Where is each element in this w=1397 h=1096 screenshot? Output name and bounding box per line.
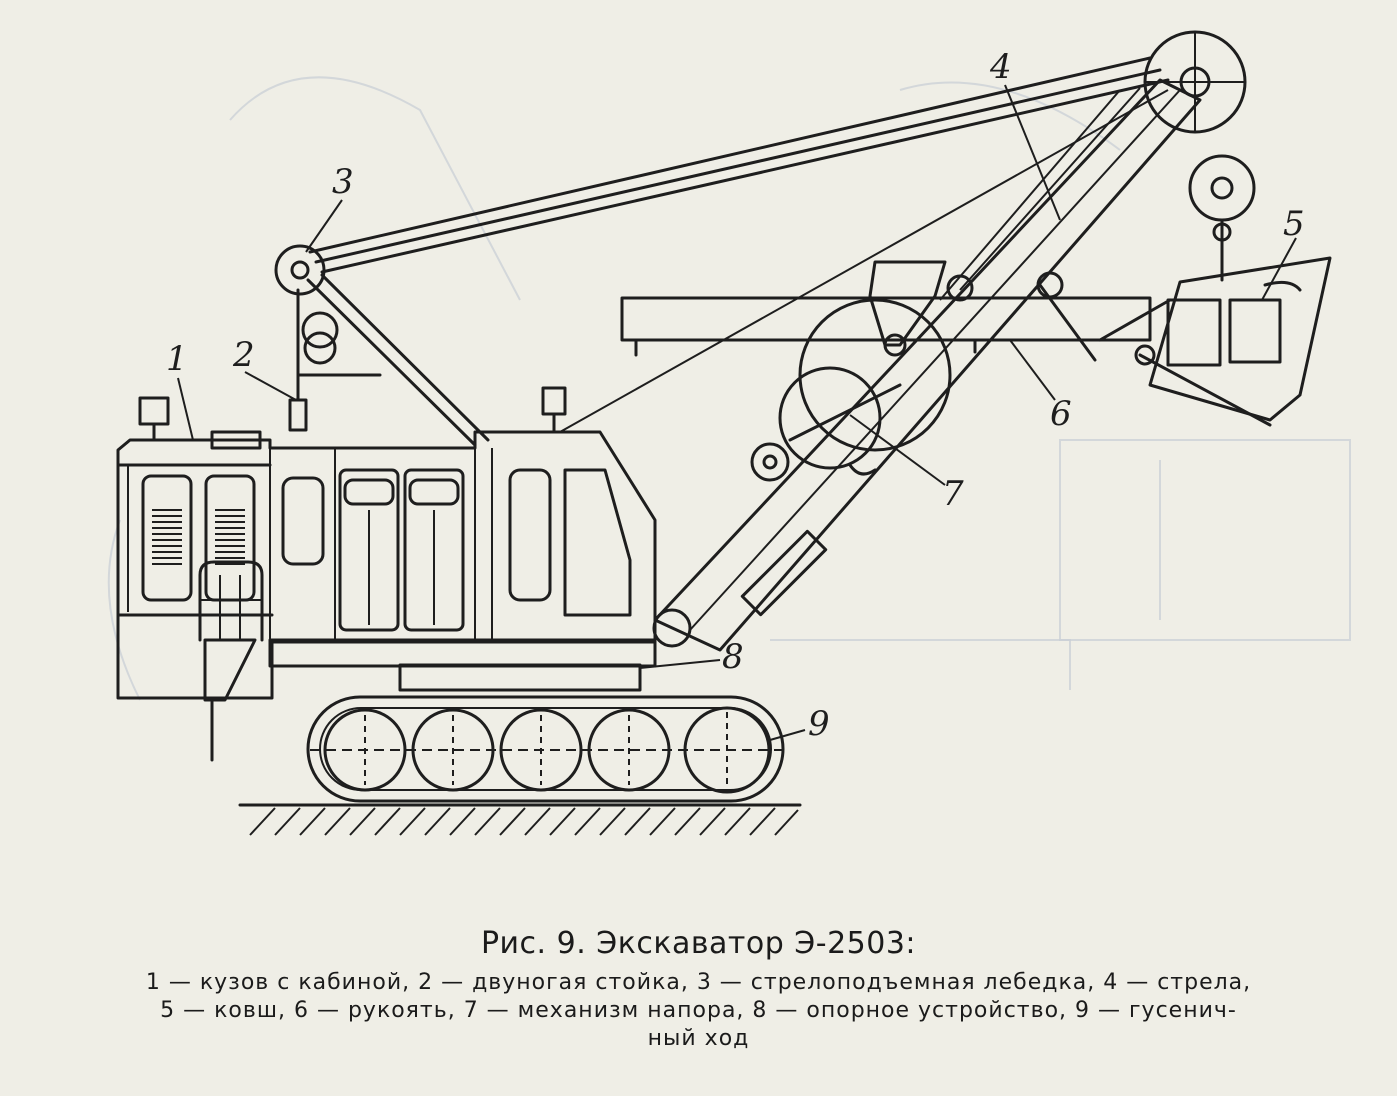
- crawler-track: [306, 695, 790, 803]
- body-with-cabin: [116, 386, 657, 762]
- bucket: [1098, 256, 1332, 427]
- callout-4: 4: [989, 47, 1012, 87]
- callout-2: 2: [232, 335, 255, 375]
- dipper-stick: [620, 260, 1152, 362]
- figure-legend-line-1: 1 — кузов с кабиной, 2 — двуногая стойка…: [145, 970, 1252, 995]
- ground: [238, 803, 802, 836]
- figure-legend-line-3: ный ход: [647, 1026, 750, 1051]
- turntable-support: [268, 638, 657, 692]
- excavator-drawing: 1 2 3 4 5 6 7 8 9: [107, 30, 1351, 836]
- callout-7: 7: [942, 474, 964, 514]
- a-frame-stand: [288, 273, 490, 447]
- callout-3: 3: [332, 162, 354, 202]
- crowd-mechanism: [750, 298, 952, 482]
- boom-head-sheaves: [1143, 30, 1256, 282]
- callout-leaders: [177, 84, 1297, 741]
- callout-6: 6: [1050, 394, 1072, 434]
- callout-8: 8: [722, 637, 744, 677]
- callout-5: 5: [1283, 204, 1305, 244]
- figure-legend-line-2: 5 — ковш, 6 — рукоять, 7 — механизм напо…: [160, 998, 1237, 1023]
- cables: [308, 56, 1170, 433]
- boom: [652, 78, 1202, 652]
- figure-caption-title: Рис. 9. Экскаватор Э-2503:: [480, 926, 917, 961]
- callout-1: 1: [166, 339, 188, 379]
- callout-labels: 1 2 3 4 5 6 7 8 9: [166, 47, 1305, 744]
- callout-9: 9: [808, 704, 830, 744]
- boom-hoist-winch: [274, 244, 339, 365]
